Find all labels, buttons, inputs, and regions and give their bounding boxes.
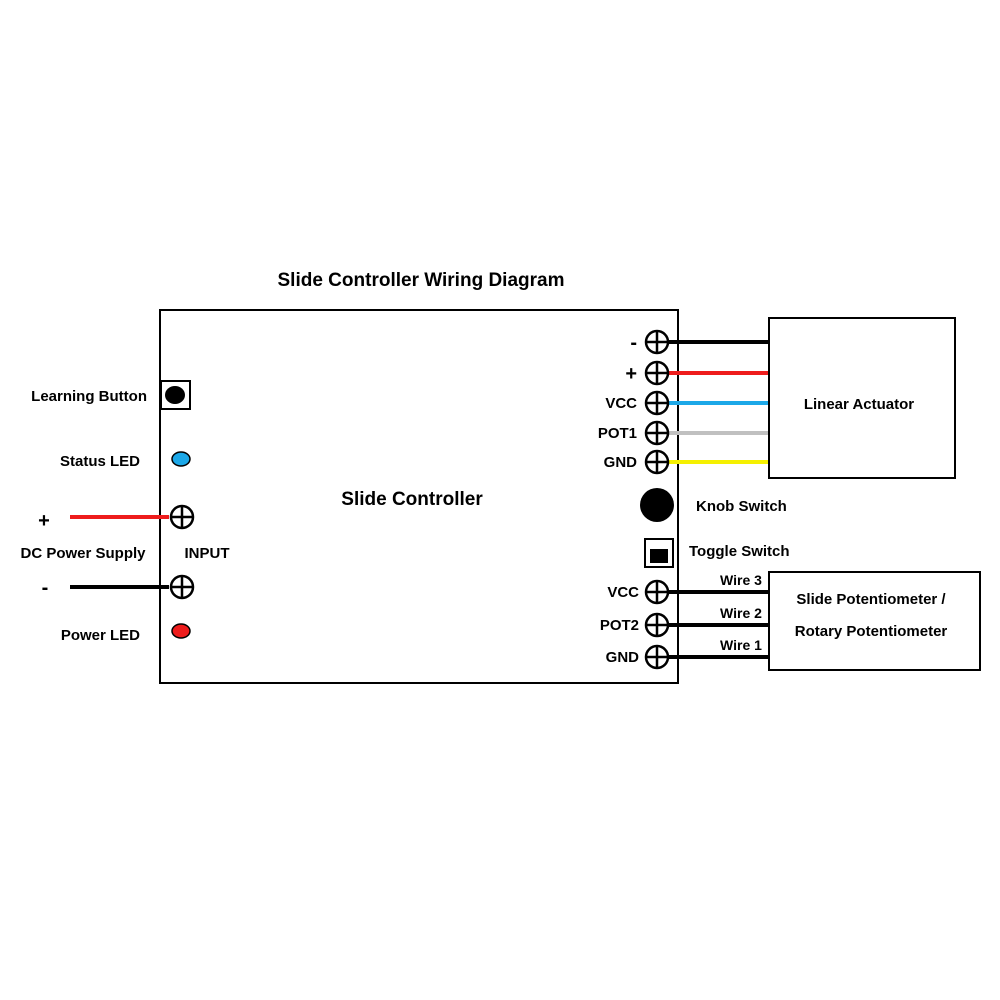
pot-terminal-label-0: VCC: [607, 584, 639, 601]
knob-switch[interactable]: [640, 488, 674, 522]
potentiometer-box: [768, 571, 981, 671]
actuator-terminal-4: [644, 449, 670, 475]
actuator-terminal-2: [644, 390, 670, 416]
actuator-terminal-3: [644, 420, 670, 446]
toggle-switch[interactable]: [644, 538, 674, 568]
pot-terminal-2: [644, 644, 670, 670]
actuator-terminal-1: [644, 360, 670, 386]
potentiometer-label-line2: Rotary Potentiometer: [795, 623, 948, 640]
pot-terminal-label-2: GND: [606, 649, 640, 666]
pot-wire-label-1: Wire 2: [720, 605, 762, 621]
status-led: [171, 451, 191, 467]
input-plus-terminal: [169, 504, 195, 530]
pot-wire-label-0: Wire 3: [720, 572, 762, 588]
controller-box: [159, 309, 679, 684]
actuator-terminal-label-1: +: [625, 363, 637, 385]
power-led: [171, 623, 191, 639]
input-minus-terminal: [169, 574, 195, 600]
actuator-terminal-label-2: VCC: [605, 395, 637, 412]
linear-actuator-box: [768, 317, 956, 479]
minus-sign: -: [42, 577, 49, 599]
actuator-terminal-label-4: GND: [604, 454, 638, 471]
learning-button-label: Learning Button: [31, 388, 147, 405]
actuator-terminal-label-3: POT1: [598, 425, 637, 442]
pot-wire-label-2: Wire 1: [720, 637, 762, 653]
plus-sign: +: [38, 510, 50, 532]
potentiometer-label-line1: Slide Potentiometer /: [796, 591, 946, 608]
toggle-switch-label: Toggle Switch: [689, 543, 790, 560]
status-led-label: Status LED: [60, 453, 140, 470]
controller-label: Slide Controller: [341, 489, 483, 510]
dc-power-supply-label: DC Power Supply: [20, 545, 146, 562]
actuator-terminal-label-0: -: [630, 332, 637, 354]
pot-terminals: VCC Wire 3 POT2 Wire 2 GND Wire 1: [600, 572, 769, 670]
input-label: INPUT: [185, 545, 230, 562]
diagram-title: Slide Controller Wiring Diagram: [278, 270, 565, 291]
power-led-label: Power LED: [61, 627, 140, 644]
knob-switch-label: Knob Switch: [696, 498, 787, 515]
actuator-terminal-0: [644, 329, 670, 355]
pot-terminal-label-1: POT2: [600, 617, 639, 634]
linear-actuator-label: Linear Actuator: [804, 396, 914, 413]
pot-terminal-1: [644, 612, 670, 638]
learning-button[interactable]: [160, 380, 191, 410]
pot-terminal-0: [644, 579, 670, 605]
